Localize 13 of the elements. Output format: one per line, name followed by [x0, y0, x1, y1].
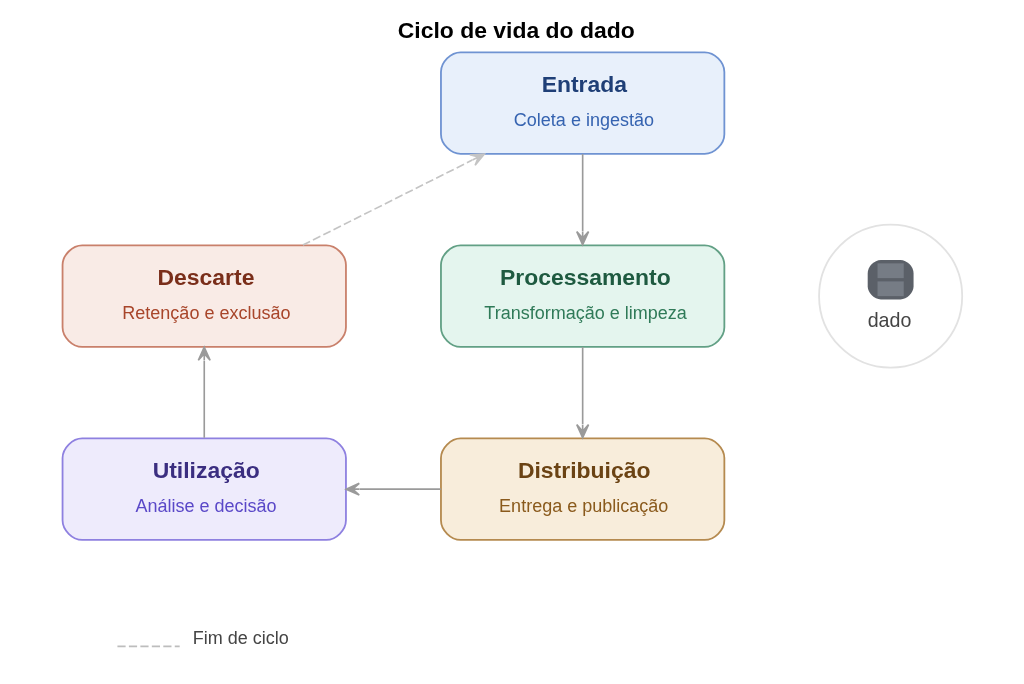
arrow	[575, 153, 589, 246]
node-box: Descarte Retenção e exclusão	[61, 244, 347, 348]
arrow	[301, 153, 485, 246]
arrow	[197, 346, 211, 439]
node-circle: dado	[817, 223, 963, 369]
arrow	[575, 346, 589, 439]
arrow	[344, 482, 442, 496]
node-box: Entrada Coleta e ingestão	[439, 51, 725, 155]
legend-label: Fim de ciclo	[192, 628, 289, 649]
node-box: Distribuição Entrega e publicação	[439, 437, 725, 541]
node-box: Processamento Transformação e limpeza	[439, 244, 725, 348]
diagram-title: Ciclo de vida do dado	[397, 16, 635, 43]
node-box: Utilização Análise e decisão	[61, 437, 347, 541]
